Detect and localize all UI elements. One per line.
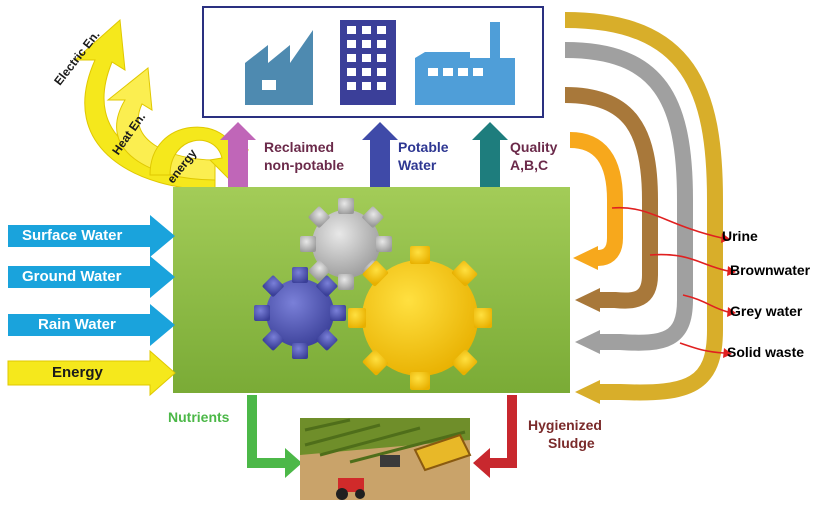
rain-water-arrow xyxy=(8,304,175,346)
sludge-label-line1: Hygienized xyxy=(528,417,602,433)
nutrients-label: Nutrients xyxy=(168,409,230,425)
reclaimed-label-line1: Reclaimed xyxy=(264,139,335,155)
solid-waste-stream xyxy=(564,12,723,401)
surface-water-arrow xyxy=(8,215,175,257)
grey-water-stream xyxy=(564,42,693,351)
urine-label: Urine xyxy=(722,228,758,244)
brownwater-label: Brownwater xyxy=(730,262,811,278)
office-building-icon xyxy=(340,20,396,105)
factory-icon xyxy=(415,22,515,105)
ground-water-label: Ground Water xyxy=(22,268,122,285)
potable-label-line2: Water xyxy=(398,157,437,173)
brownwater-stream xyxy=(564,87,658,309)
surface-water-label: Surface Water xyxy=(22,227,123,244)
quality-label-line1: Quality xyxy=(510,139,558,155)
potable-label-line1: Potable xyxy=(398,139,449,155)
energy-input-arrow xyxy=(7,349,176,397)
yellow-gear-icon xyxy=(348,246,492,390)
reclaimed-label-line2: non-potable xyxy=(264,157,345,173)
energy-input-label: Energy xyxy=(52,364,103,381)
grey-water-label: Grey water xyxy=(730,303,803,319)
house-icon xyxy=(245,30,313,105)
potable-arrow xyxy=(362,122,398,190)
sludge-arrow xyxy=(473,395,517,478)
farm-picture xyxy=(300,418,472,500)
reclaimed-arrow xyxy=(220,122,256,190)
blue-gear-icon xyxy=(254,267,346,359)
stream-pointer-lines xyxy=(611,206,729,354)
rain-water-label: Rain Water xyxy=(38,316,116,333)
quality-arrow xyxy=(472,122,508,190)
nutrients-arrow xyxy=(247,395,302,478)
sludge-label-line2: Sludge xyxy=(548,435,595,451)
quality-label-line2: A,B,C xyxy=(510,157,549,173)
solid-waste-label: Solid waste xyxy=(727,344,805,360)
urine-stream xyxy=(569,132,623,266)
ground-water-arrow xyxy=(8,256,175,298)
